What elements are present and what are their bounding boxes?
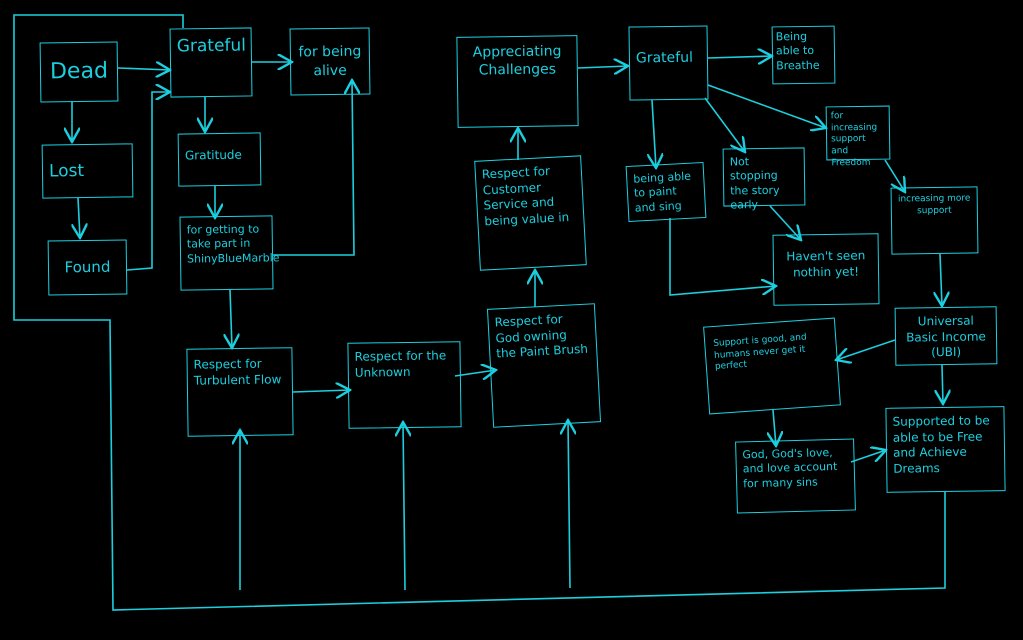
arrow-unknown-paintbrush [454, 370, 496, 376]
arrow-found-grateful [126, 92, 170, 271]
outer-loop-line [13, 14, 946, 611]
arrow-grateful-breathe [707, 56, 772, 58]
node-unknown: Respect for the Unknown [347, 341, 462, 429]
arrow-grateful-support [707, 84, 826, 128]
arrow-supportgood-gods [773, 409, 776, 446]
node-paint-sing: being able to paint and sing [625, 161, 707, 223]
arrow-marble-alive [273, 80, 354, 256]
node-grateful-2: Grateful [628, 25, 709, 101]
arrow-paintsing-havent [669, 218, 776, 296]
arrow-more-ubi [940, 253, 942, 306]
node-lost: Lost [41, 143, 134, 199]
node-grateful-1: Grateful [169, 27, 253, 98]
arrow-support-more [884, 159, 905, 192]
node-breathe: Being able to Breathe [771, 25, 836, 85]
node-customer-service: Respect for Customer Service and being v… [474, 155, 587, 271]
arrow-turbulent-unknown [292, 390, 350, 392]
node-appreciating-challenges: Appreciating Challenges [456, 35, 579, 128]
arrow-grateful-notstopping [704, 97, 745, 152]
arrow-dead-grateful [117, 68, 170, 70]
node-paint-brush: Respect for God owning the Paint Brush [486, 303, 602, 428]
node-for-being-alive: for being alive [289, 27, 371, 96]
node-support-good: Support is good, and humans never get it… [703, 317, 841, 415]
arrow-notstopping-havent [769, 205, 801, 240]
node-found: Found [47, 239, 128, 296]
node-havent-seen: Haven't seen nothin yet! [772, 233, 880, 306]
arrow-marble-turbulent [230, 289, 232, 348]
arrow-bottom-to-paintbrush [568, 420, 570, 589]
node-supported-free: Supported to be able to be Free and Achi… [885, 406, 1006, 493]
node-ubi: Universal Basic Income (UBI) [894, 306, 998, 366]
arrow-ubi-supported [942, 364, 943, 404]
arrow-grateful-paintsing [652, 99, 656, 168]
arrow-ubi-supportgood [836, 339, 896, 360]
node-gods-love: God, God's love, and love account for ma… [735, 438, 856, 514]
node-turbulent-flow: Respect for Turbulent Flow [186, 347, 294, 437]
node-more-support: increasing more support [890, 186, 979, 255]
arrow-lost-found [78, 197, 80, 238]
node-gratitude: Gratitude [177, 132, 262, 187]
node-not-stopping: Not stopping the story early [722, 147, 806, 211]
arrow-bottom-to-unknown [403, 422, 405, 591]
arrow-appreciating-grateful [577, 66, 628, 68]
node-dead: Dead [39, 41, 119, 103]
node-support-freedom: for increasing support and Freedom [825, 105, 891, 168]
node-shiny-blue-marble: for getting to take part in ShinyBlueMar… [179, 215, 280, 291]
arrow-gods-supported [850, 450, 886, 463]
